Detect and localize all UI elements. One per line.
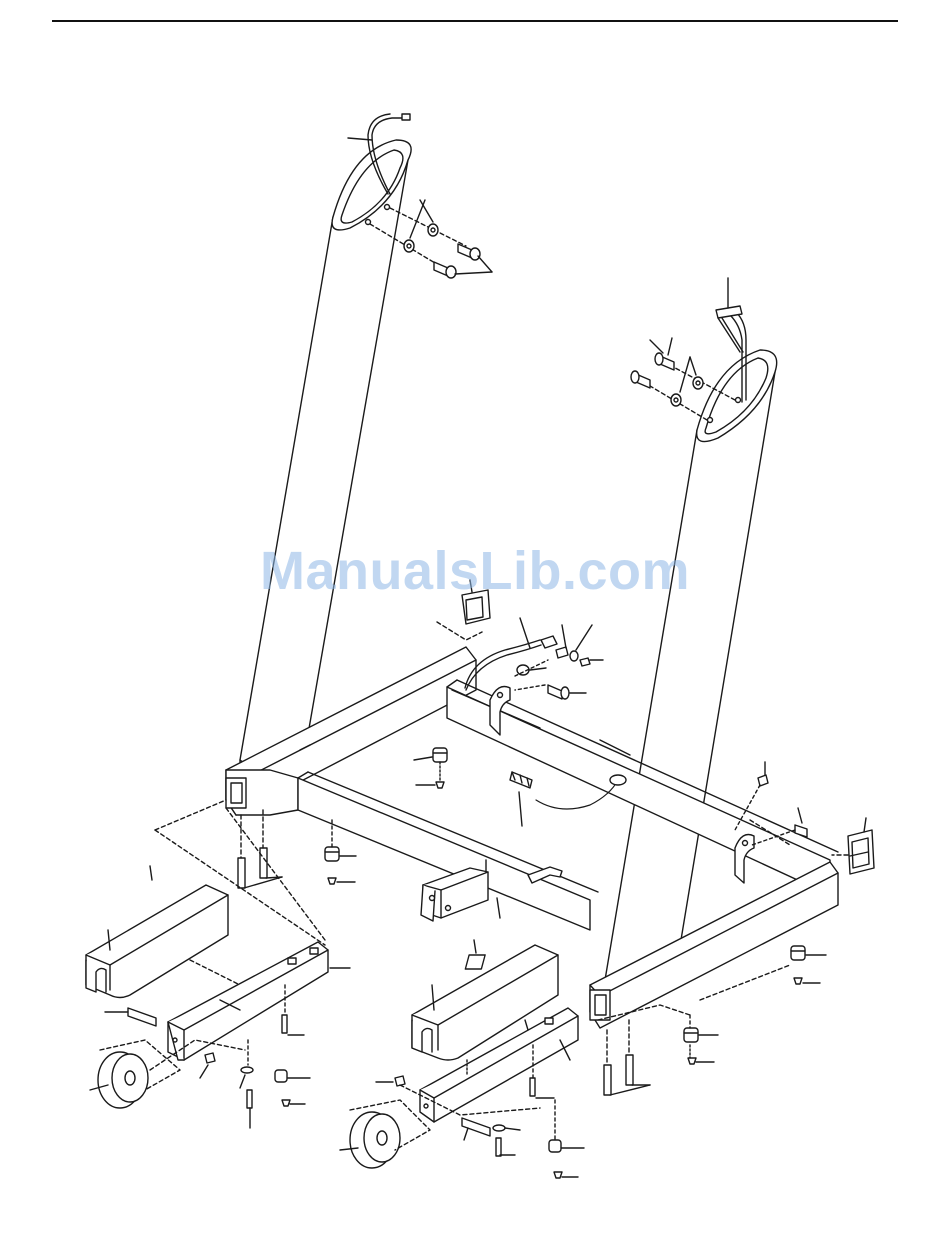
rear-left-bolts — [238, 810, 282, 888]
right-switch-box — [832, 818, 874, 874]
rear-right-bolts — [604, 1020, 650, 1095]
left-foot-cover — [0, 866, 228, 998]
bracket-fasteners — [515, 625, 603, 699]
left-foot-rail — [168, 942, 350, 1060]
left-wheel — [90, 1052, 148, 1108]
left-switch-box — [437, 580, 490, 640]
right-wheel — [340, 1112, 400, 1168]
